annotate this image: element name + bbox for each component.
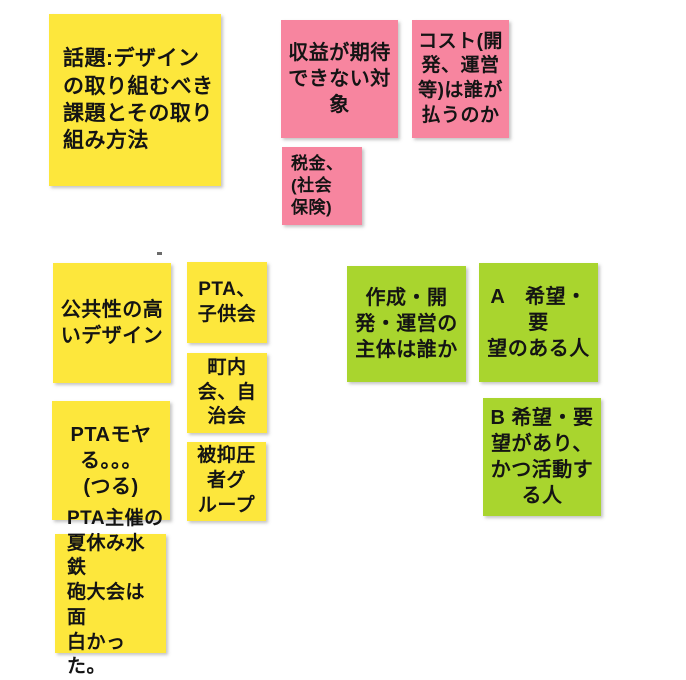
note-hiyokuatsu[interactable]: 被抑圧 者グ ループ bbox=[187, 442, 266, 521]
sticky-note-text: コスト(開 発、運営 等)は誰が 払うのか bbox=[418, 30, 503, 126]
note-group-a[interactable]: A 希望・要 望のある人 bbox=[479, 263, 598, 382]
stray-mark bbox=[157, 252, 162, 255]
sticky-note-text: 町内 会、自 治会 bbox=[197, 356, 257, 428]
sticky-note-text: 公共性の高 いデザイン bbox=[60, 299, 164, 347]
sticky-note-text: 税金、 (社会 保険) bbox=[291, 153, 344, 218]
note-pta-event[interactable]: PTA主催の 夏休み水鉄 砲大会は面 白かった。 bbox=[55, 508, 166, 677]
note-group-b[interactable]: B 希望・要 望があり、 かつ活動す る人 bbox=[483, 398, 601, 516]
sticky-note-text: PTA主催の 夏休み水鉄 砲大会は面 白かった。 bbox=[67, 508, 164, 678]
note-creator[interactable]: 作成・開 発・運営の 主体は誰か bbox=[347, 266, 466, 382]
note-chonaikai[interactable]: 町内 会、自 治会 bbox=[187, 353, 267, 433]
note-tax[interactable]: 税金、 (社会 保険) bbox=[282, 147, 362, 225]
sticky-note-text: PTAモヤ る。。。 (つる) bbox=[70, 423, 152, 498]
note-no-profit[interactable]: 収益が期待 できない対 象 bbox=[281, 20, 398, 138]
sticky-note-text: B 希望・要 望があり、 かつ活動す る人 bbox=[490, 407, 594, 507]
sticky-note-text: PTA、 子供会 bbox=[197, 278, 257, 325]
note-pta-kodomokai[interactable]: PTA、 子供会 bbox=[187, 262, 267, 343]
note-cost[interactable]: コスト(開 発、運営 等)は誰が 払うのか bbox=[412, 20, 509, 138]
sticky-note-text: 話題:デザイン の取り組むべき 課題とその取り 組み方法 bbox=[63, 47, 214, 153]
sticky-note-text: 被抑圧 者グ ループ bbox=[197, 445, 256, 516]
note-topic[interactable]: 話題:デザイン の取り組むべき 課題とその取り 組み方法 bbox=[49, 14, 221, 186]
sticky-note-text: 作成・開 発・運営の 主体は誰か bbox=[355, 287, 458, 361]
sticky-note-text: 収益が期待 できない対 象 bbox=[288, 42, 391, 116]
note-pta-moyaru[interactable]: PTAモヤ る。。。 (つる) bbox=[52, 401, 170, 520]
sticky-note-text: A 希望・要 望のある人 bbox=[487, 285, 590, 360]
note-public-design[interactable]: 公共性の高 いデザイン bbox=[53, 263, 171, 383]
